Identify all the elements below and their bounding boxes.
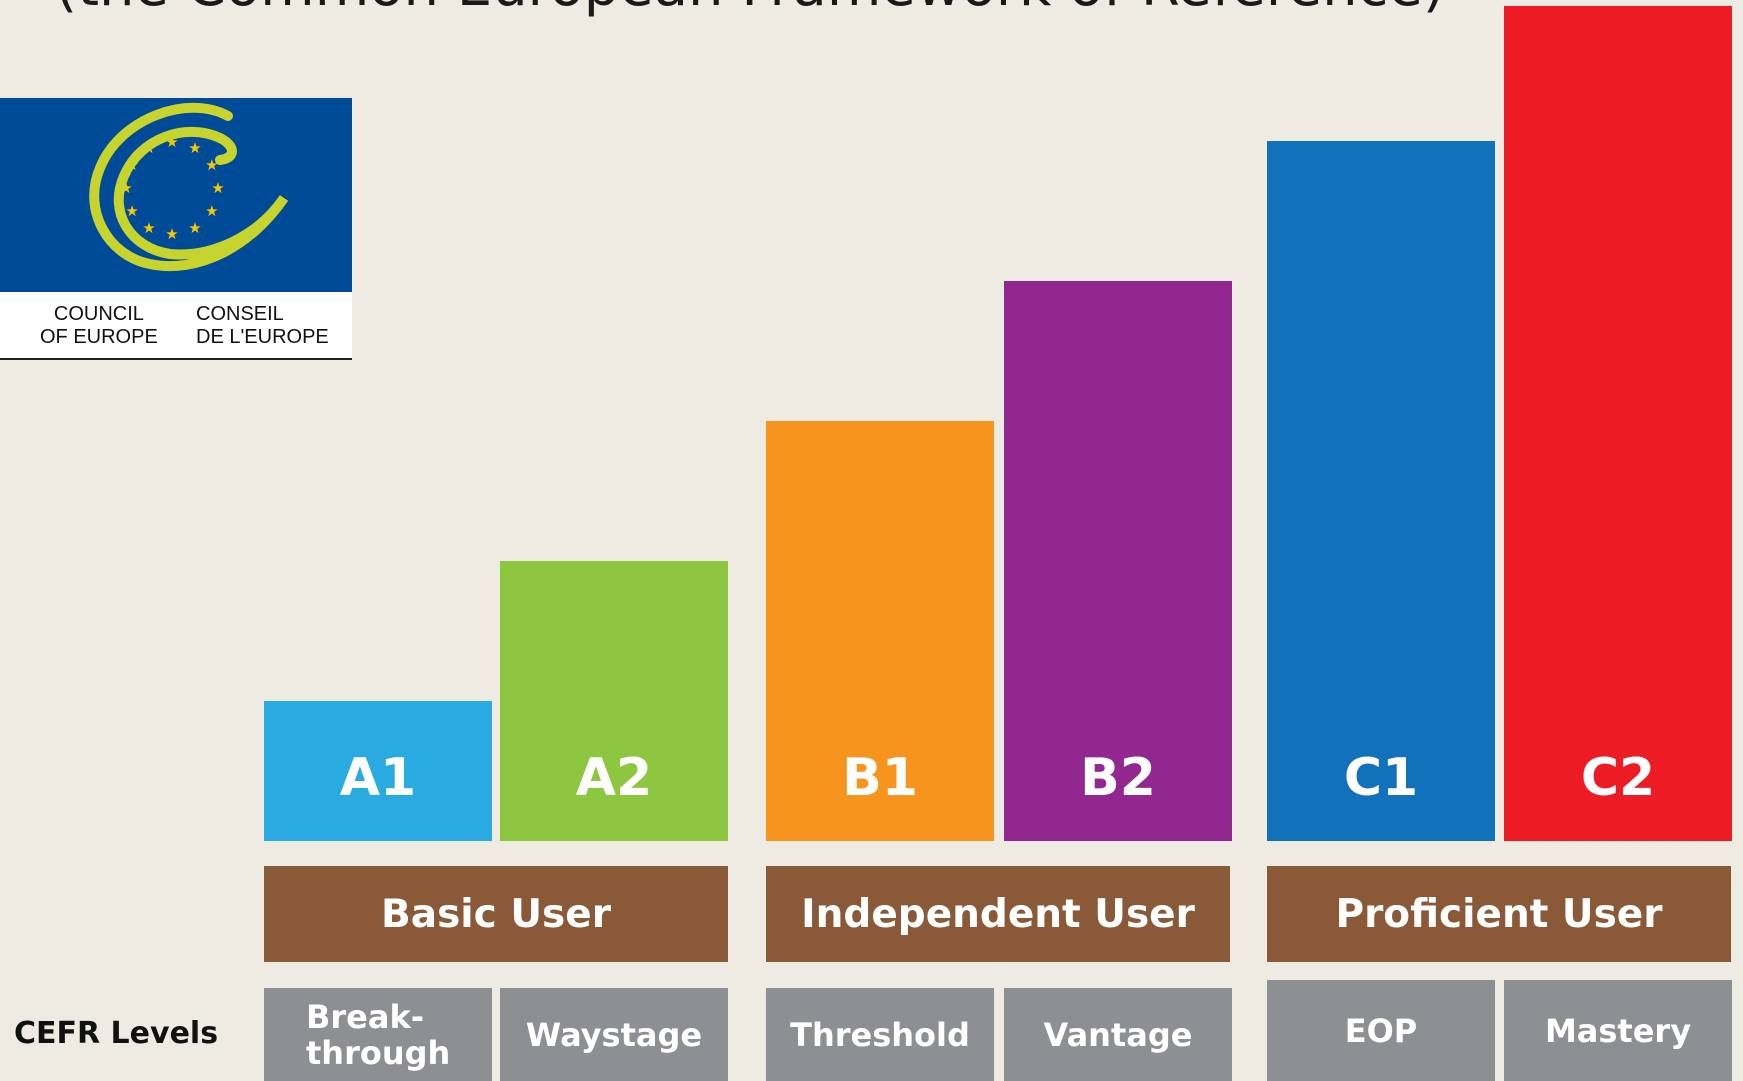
bar-b2 [1004, 281, 1232, 841]
logo-council-label: COUNCIL [53, 303, 144, 325]
bar-label-a1: A1 [340, 748, 416, 808]
bar-label-c1: C1 [1344, 748, 1418, 808]
sublabel-threshold: Threshold [766, 988, 994, 1081]
bar-label-a2: A2 [576, 748, 652, 808]
emblem-star-icon: ★ [165, 226, 178, 243]
bar-label-b1: B1 [842, 748, 918, 808]
group-band-proficient-user: Proficient User [1267, 866, 1731, 962]
bar-a2 [500, 561, 728, 841]
emblem-star-icon: ★ [142, 220, 155, 237]
group-band-basic-user: Basic User [264, 866, 728, 962]
sublabel-breakthrough: Break- through [264, 988, 492, 1081]
logo-text-en: COUNCIL OF EUROPE [40, 303, 158, 349]
emblem-star-icon: ★ [205, 203, 218, 220]
slide-title: (the Common European Framework of Refere… [0, 0, 1500, 19]
bar-c2 [1504, 6, 1732, 841]
flag-emblem-icon: ★★★★★★★★★★★★ [0, 98, 352, 292]
sublabel-waystage: Waystage [500, 988, 728, 1081]
sublabel-mastery: Mastery [1504, 980, 1732, 1081]
bar-c1 [1267, 141, 1495, 841]
emblem-star-icon: ★ [125, 203, 138, 220]
emblem-star-icon: ★ [188, 220, 201, 237]
sublabel-eop: EOP [1267, 980, 1495, 1081]
emblem-star-icon: ★ [211, 180, 224, 197]
logo-de-leurope-label: DE L'EUROPE [196, 326, 329, 348]
sublabel-vantage: Vantage [1004, 988, 1232, 1081]
logo-conseil-label: CONSEIL [196, 303, 284, 325]
council-of-europe-logo: ★★★★★★★★★★★★ COUNCIL OF EUROPE CONSEIL D… [0, 98, 352, 360]
bar-b1 [766, 421, 994, 841]
emblem-star-icon: ★ [188, 140, 201, 157]
cefr-levels-caption: CEFR Levels [14, 1016, 219, 1051]
bar-a1 [264, 701, 492, 841]
group-band-independent-user: Independent User [766, 866, 1230, 962]
bar-label-b2: B2 [1080, 748, 1156, 808]
logo-of-europe-label: OF EUROPE [40, 326, 158, 348]
logo-text-fr: CONSEIL DE L'EUROPE [196, 303, 329, 349]
bar-label-c2: C2 [1581, 748, 1655, 808]
